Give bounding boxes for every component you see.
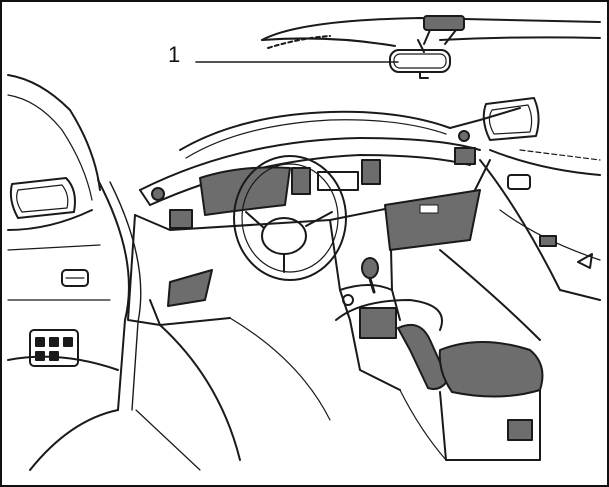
left-side-mirror (9, 177, 76, 219)
overhead-console (423, 15, 465, 45)
right-door (439, 149, 601, 341)
knee-panel (149, 269, 231, 326)
roof-headliner (261, 17, 601, 49)
side-air-vents (151, 130, 476, 229)
rear-view-mirror (389, 39, 451, 79)
windshield-frame (97, 107, 521, 411)
console-armrest (438, 341, 544, 461)
floor (135, 317, 447, 471)
instrument-cluster (199, 166, 291, 216)
callout-number-1: 1 (168, 42, 181, 67)
gear-shifter (342, 257, 379, 306)
left-door (7, 74, 119, 471)
right-side-mirror (482, 97, 540, 141)
left-window-switches (29, 329, 79, 367)
center-air-vents (291, 159, 381, 195)
left-door-handle (61, 269, 89, 287)
right-door-handle (507, 174, 593, 269)
steering-wheel (233, 155, 347, 281)
glove-box (384, 189, 481, 251)
